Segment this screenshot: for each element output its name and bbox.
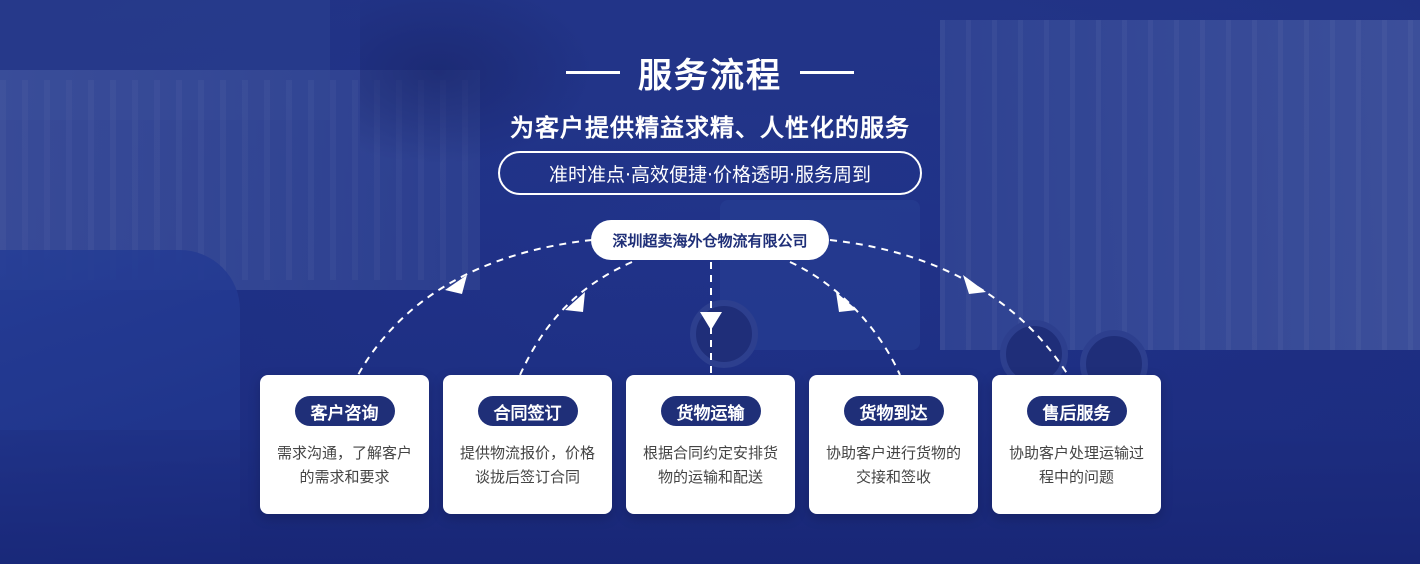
page-title: 服务流程 xyxy=(638,56,782,96)
title-dash-right xyxy=(800,71,854,74)
step-title: 合同签订 xyxy=(477,396,578,426)
background-palm-trees xyxy=(360,0,620,180)
arrowhead-center xyxy=(700,312,722,330)
step-description: 协助客户进行货物的交接和签收 xyxy=(825,444,961,486)
step-card-consult: 客户咨询 需求沟通，了解客户的需求和要求 xyxy=(260,375,429,514)
company-name: 深圳超卖海外仓物流有限公司 xyxy=(612,231,808,250)
arrowhead-inner-left xyxy=(565,292,585,312)
title-dash-left xyxy=(566,71,620,74)
step-card-contract: 合同签订 提供物流报价，价格谈拢后签订合同 xyxy=(443,375,612,514)
arrowhead-outer-left xyxy=(445,275,467,294)
connector-inner-left xyxy=(519,261,633,376)
step-description: 需求沟通，了解客户的需求和要求 xyxy=(276,444,412,486)
background-container-right-ribs xyxy=(940,20,1420,350)
step-title: 客户咨询 xyxy=(294,396,395,426)
page-subtitle: 为客户提供精益求精、人性化的服务 xyxy=(510,114,910,142)
step-description: 协助客户处理运输过程中的问题 xyxy=(1008,444,1144,486)
step-description: 提供物流报价，价格谈拢后签订合同 xyxy=(459,444,595,486)
arrowhead-outer-right xyxy=(963,275,986,294)
tagline-text: 准时准点·高效便捷·价格透明·服务周到 xyxy=(548,163,872,186)
step-title: 货物到达 xyxy=(843,396,944,426)
step-card-arrival: 货物到达 协助客户进行货物的交接和签收 xyxy=(809,375,978,514)
step-description: 根据合同约定安排货物的运输和配送 xyxy=(642,444,778,486)
step-title: 货物运输 xyxy=(660,396,761,426)
step-title: 售后服务 xyxy=(1026,396,1127,426)
background-wheel xyxy=(690,300,758,368)
company-pill: 深圳超卖海外仓物流有限公司 xyxy=(591,220,829,260)
background-container-right xyxy=(940,20,1420,350)
tagline-pill: 准时准点·高效便捷·价格透明·服务周到 xyxy=(498,151,922,195)
connector-inner-right xyxy=(789,261,901,376)
title-row: 服务流程 xyxy=(0,48,1420,97)
connector-outer-left xyxy=(357,239,593,376)
step-card-transport: 货物运输 根据合同约定安排货物的运输和配送 xyxy=(626,375,795,514)
step-card-after-sales: 售后服务 协助客户处理运输过程中的问题 xyxy=(992,375,1161,514)
arrowhead-inner-right xyxy=(836,292,857,312)
connector-outer-right xyxy=(829,239,1069,376)
